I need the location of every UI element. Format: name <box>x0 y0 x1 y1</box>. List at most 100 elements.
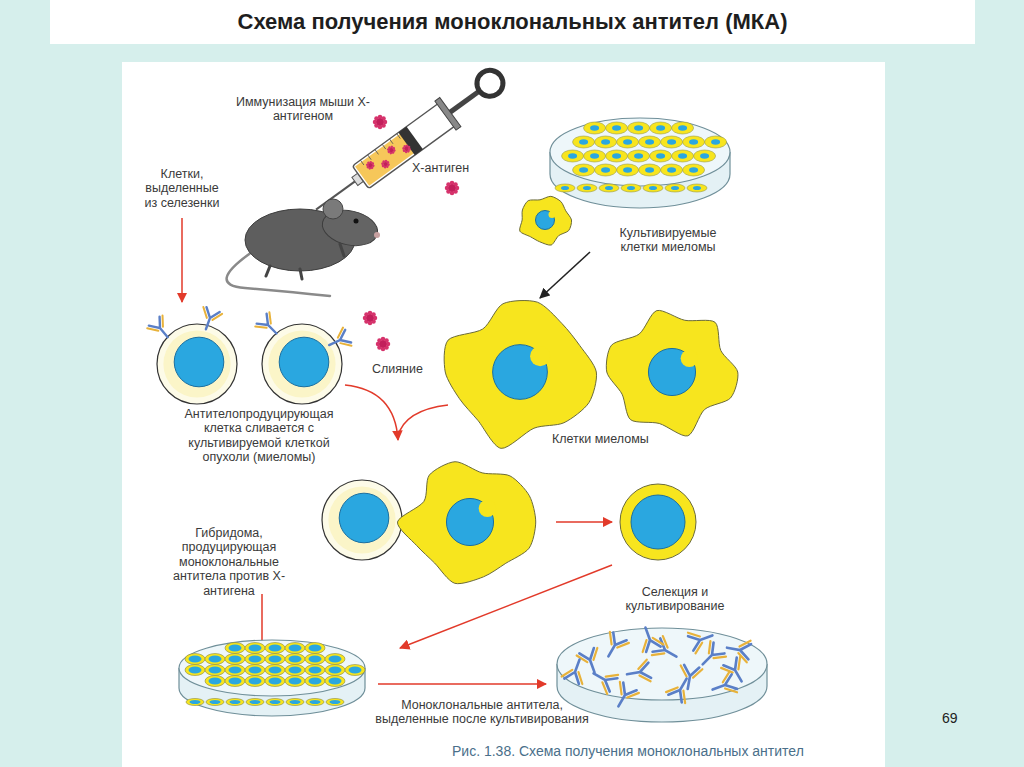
hybridoma-cell <box>225 643 245 654</box>
cell-nucleus <box>269 645 282 652</box>
antibody-symbol <box>255 312 284 341</box>
cell-nucleus <box>309 656 322 663</box>
dish-top <box>179 640 365 696</box>
hybridoma-cell <box>245 643 265 654</box>
hybridoma-cell <box>325 665 345 676</box>
hybridoma-cell <box>265 676 285 687</box>
light-chain <box>688 629 705 653</box>
cell-nucleus <box>678 153 687 159</box>
hybridoma-cell <box>286 699 304 706</box>
cell-nucleus <box>561 186 569 190</box>
hybridoma-cell <box>325 676 345 687</box>
cultured-cell <box>606 150 628 162</box>
cell-nucleus <box>689 167 698 173</box>
graduation-mark <box>368 155 372 160</box>
cell-nucleus <box>289 656 302 663</box>
graduation-mark <box>360 160 364 165</box>
nucleus-notch <box>479 500 496 517</box>
cell-nucleus <box>249 656 262 663</box>
cultured-cell <box>661 164 683 176</box>
figure-label: Культивируемые клетки миеломы <box>608 226 728 255</box>
hybridoma-cell <box>285 665 305 676</box>
cultured-cell <box>639 136 661 148</box>
cell-nucleus <box>536 211 555 230</box>
figure-caption: Рис. 1.38. Схема получения моноклональны… <box>452 743 804 759</box>
hybridoma-cell <box>265 654 285 665</box>
figure-label: Клетки миеломы <box>552 432 672 446</box>
slide-title: Схема получения моноклональных антител (… <box>50 9 975 35</box>
hybridoma-cell <box>226 699 244 706</box>
cell-nucleus <box>189 667 202 674</box>
syringe <box>305 61 511 224</box>
hybridoma-cell <box>305 643 325 654</box>
antigen-core <box>449 185 456 192</box>
figure-label: Х-антиген <box>412 161 492 175</box>
hybridoma-cell <box>306 699 324 706</box>
hybridoma-cell <box>285 654 305 665</box>
cell-nucleus <box>678 125 687 131</box>
cell-nucleus <box>590 125 599 131</box>
myeloma-cell <box>397 462 535 584</box>
antibody-symbol <box>561 656 590 685</box>
cultured-cell <box>577 184 597 192</box>
mouse-feet <box>266 244 344 279</box>
barrel-flange <box>435 98 461 131</box>
cultured-cell <box>650 122 672 134</box>
heavy-chain <box>564 657 586 684</box>
cultured-cell <box>672 122 694 134</box>
antibody-symbol <box>325 327 352 354</box>
cell-nucleus <box>590 153 599 159</box>
cultured-cell <box>650 150 672 162</box>
cell-nucleus <box>330 700 341 704</box>
antigen-symbol <box>445 181 460 196</box>
cell-nucleus <box>601 167 610 173</box>
hybridoma-cell <box>205 676 225 687</box>
cell-nucleus <box>279 337 329 387</box>
light-chain <box>666 684 690 704</box>
cell-nucleus <box>210 700 221 704</box>
antigen-symbol <box>363 311 378 326</box>
light-chain <box>703 641 726 664</box>
myeloma-cell <box>520 196 572 245</box>
figure-label: Гибридома, продуцирующая моноклональные … <box>168 526 290 598</box>
hybridoma-cell <box>345 665 365 676</box>
cell-nucleus <box>309 645 322 652</box>
cell-body <box>262 324 342 404</box>
hybridoma-cell <box>205 654 225 665</box>
antibody-symbol <box>635 624 664 653</box>
mouse <box>227 199 381 296</box>
antigen-symbol <box>373 115 388 130</box>
hybridoma-cell <box>225 676 245 687</box>
cultured-cell <box>639 164 661 176</box>
light-chain <box>599 670 619 694</box>
light-chain <box>335 328 352 350</box>
cultured-cell <box>687 184 707 192</box>
cell-body <box>444 301 596 449</box>
antibody-symbol <box>588 664 619 695</box>
antigen-core <box>377 119 384 126</box>
cell-nucleus <box>631 495 685 549</box>
antibody-symbol <box>625 659 652 685</box>
antigen-core <box>388 147 394 153</box>
figure-label: Слияние <box>372 362 442 376</box>
cell-nucleus <box>339 493 389 543</box>
antibody-symbol <box>147 315 176 344</box>
light-chain <box>639 635 663 652</box>
graduation-mark <box>389 139 393 144</box>
light-chain <box>637 660 651 683</box>
hybridoma-cell <box>266 699 284 706</box>
cultured-cell <box>584 150 606 162</box>
heavy-chain <box>688 628 715 650</box>
cell-nucleus <box>209 656 222 663</box>
cultured-cell <box>661 136 683 148</box>
arrow <box>540 252 590 298</box>
myeloma-cell <box>606 310 738 436</box>
cultured-cell <box>573 164 595 176</box>
cultured-cell <box>643 184 663 192</box>
cell-nucleus <box>329 667 342 674</box>
antibody-symbol <box>709 671 738 700</box>
light-chain <box>615 682 639 702</box>
cell-nucleus <box>601 139 610 145</box>
cell-body <box>397 462 535 584</box>
cell-nucleus <box>634 153 643 159</box>
